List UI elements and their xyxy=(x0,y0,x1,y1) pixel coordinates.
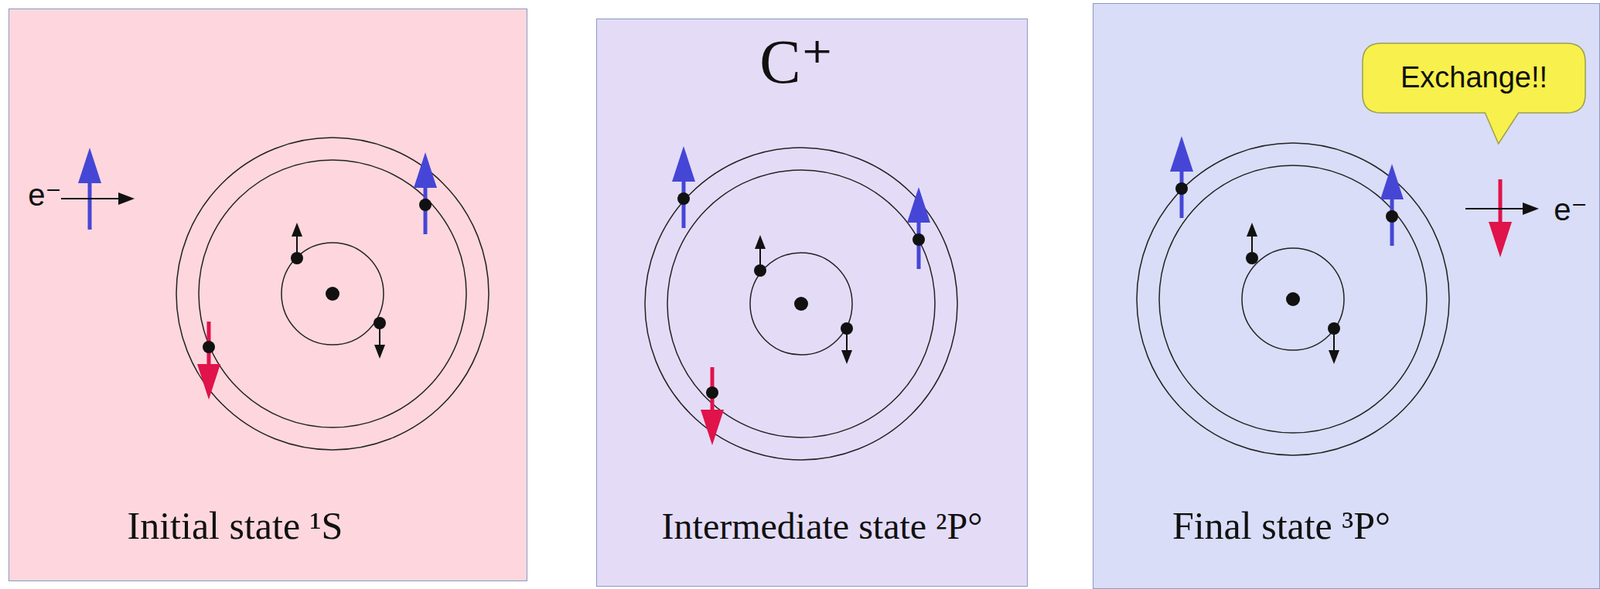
spin-arrow xyxy=(841,325,853,365)
atom-final xyxy=(1136,143,1450,456)
state-caption: Final state ³P° xyxy=(1172,504,1391,550)
state-caption: Initial state ¹S xyxy=(127,504,344,550)
spin-up-arrow xyxy=(907,187,931,270)
atom-intermediate xyxy=(644,147,958,461)
spin-up-arrow xyxy=(413,152,437,235)
electron-label: e⁻ xyxy=(1553,191,1587,228)
spin-arrow xyxy=(1246,222,1258,262)
state-caption: Intermediate state ²P° xyxy=(661,504,983,548)
electrons xyxy=(1175,182,1399,335)
spin-arrow xyxy=(754,235,766,274)
motion-arrow xyxy=(61,192,135,205)
motion-arrow xyxy=(1465,202,1539,215)
nucleus xyxy=(1286,292,1300,307)
electrons xyxy=(202,198,432,354)
state-panel: Final state ³P° e⁻ Exchange!! xyxy=(1092,3,1600,589)
spin-arrow xyxy=(374,320,386,359)
state-panel: C⁺ Intermediate state ²P° xyxy=(596,18,1028,587)
ion-label: C⁺ xyxy=(759,26,834,98)
spin-down-arrow xyxy=(197,321,221,400)
spin-up-arrow xyxy=(672,146,696,229)
spin-up-arrow xyxy=(1380,163,1404,246)
callout-text: Exchange!! xyxy=(1400,61,1548,96)
nucleus xyxy=(794,296,809,311)
electron-label: e⁻ xyxy=(27,177,62,213)
state-panel: e⁻ Initial state ¹S xyxy=(8,8,528,582)
spin-down-arrow xyxy=(700,367,724,446)
spin-arrow xyxy=(291,222,303,262)
nucleus xyxy=(325,286,340,301)
outgoing-spin-arrow xyxy=(1488,179,1512,258)
incoming-spin-arrow xyxy=(78,147,102,230)
electrons xyxy=(677,192,925,400)
spin-up-arrow xyxy=(1170,136,1194,219)
bubble-outline xyxy=(1362,43,1586,147)
atom-initial xyxy=(176,137,489,451)
spin-arrow xyxy=(1328,325,1340,365)
speech-bubble: Exchange!! xyxy=(1362,43,1586,113)
